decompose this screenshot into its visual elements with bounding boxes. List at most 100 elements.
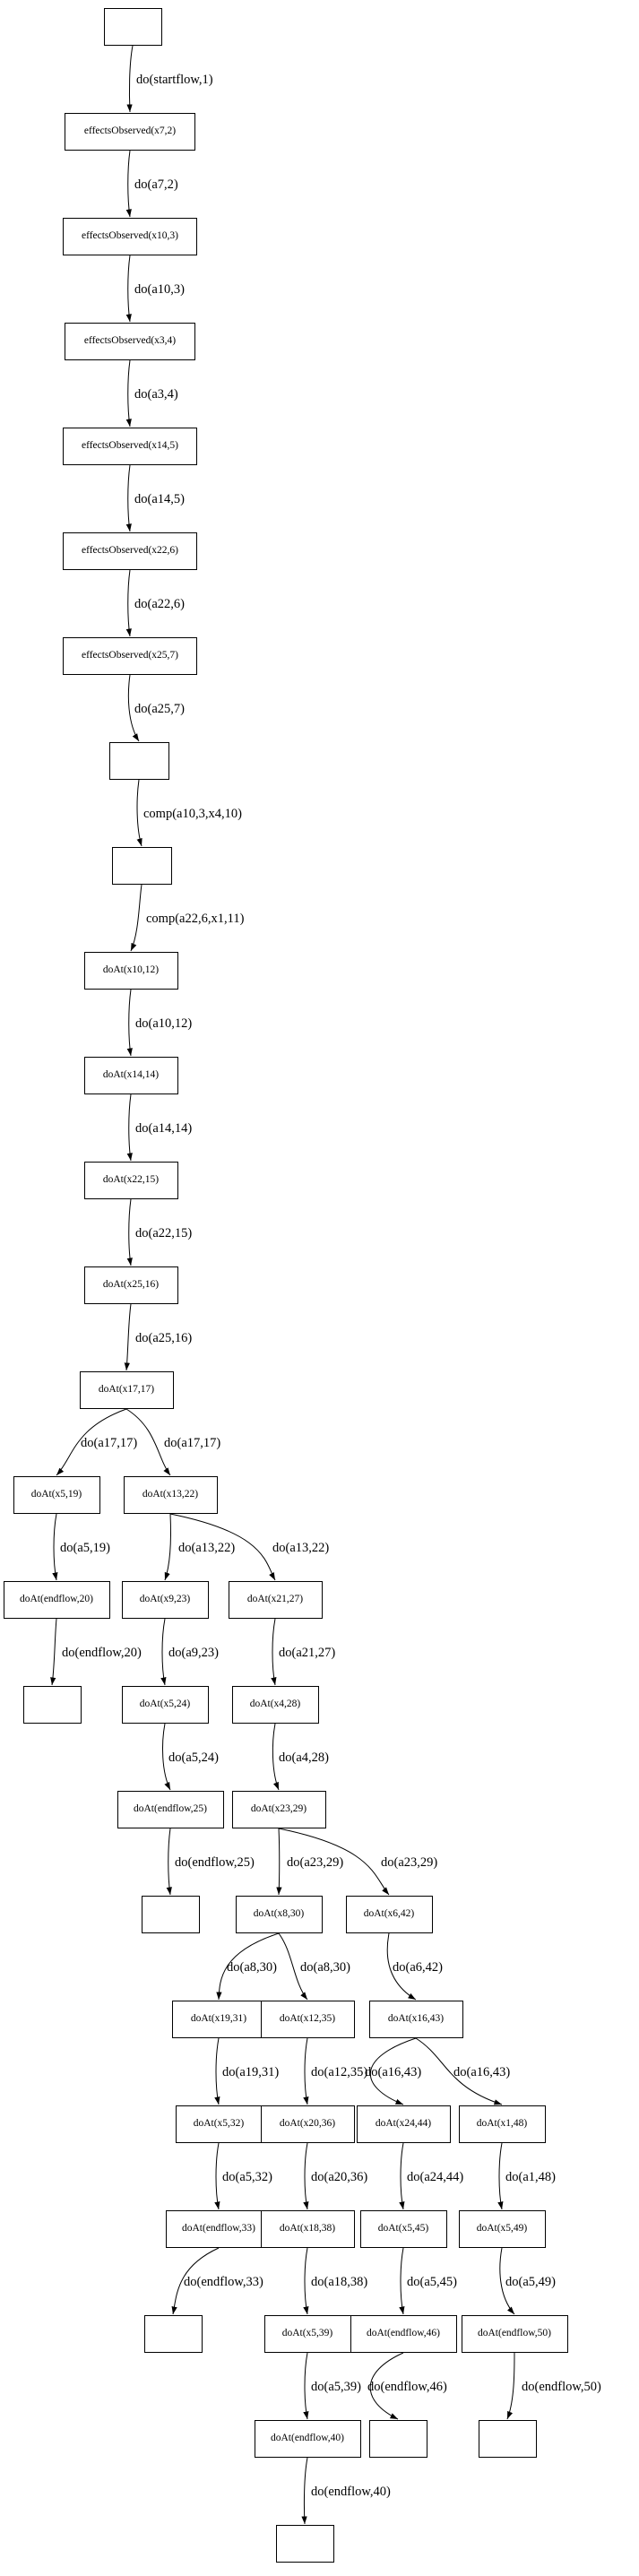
graph-node-doAt-x20-36: doAt(x20,36): [260, 2105, 355, 2143]
graph-node-empty: [141, 1896, 200, 1933]
graph-edge: [497, 2142, 504, 2210]
edge-label: do(a21,27): [279, 1645, 336, 1660]
graph-node-doAt-endflow-46: doAt(endflow,46): [350, 2315, 457, 2353]
graph-edge: [125, 569, 132, 637]
node-label: doAt(x4,28): [249, 1699, 301, 1710]
node-label: doAt(x19,31): [190, 2013, 247, 2025]
graph-edge: [136, 779, 142, 847]
node-label: doAt(x16,43): [387, 2013, 445, 2025]
node-label: doAt(x5,19): [30, 1489, 82, 1500]
node-label: doAt(x10,12): [102, 964, 160, 976]
graph-edge: [125, 255, 132, 323]
node-label: doAt(x20,36): [279, 2118, 336, 2130]
node-label: doAt(x12,35): [279, 2013, 336, 2025]
graph-edge: [399, 2247, 405, 2315]
graph-edge: [126, 45, 134, 113]
node-label: doAt(x23,29): [250, 1803, 307, 1815]
edge-label: do(a25,16): [135, 1330, 193, 1345]
edge-label: do(a5,19): [60, 1540, 110, 1555]
node-label: doAt(x8,30): [253, 1908, 305, 1920]
node-label: doAt(x22,15): [102, 1174, 160, 1186]
edge-label: do(a8,30): [227, 1959, 277, 1975]
graph-node-effectsObserved-x25-7: effectsObserved(x25,7): [63, 637, 197, 675]
edge-label: do(a16,43): [453, 2064, 511, 2079]
graph-edge: [303, 2142, 309, 2210]
graph-edge: [125, 359, 132, 428]
graph-node-doAt-x23-29: doAt(x23,29): [231, 1791, 326, 1828]
node-label: doAt(x5,32): [193, 2118, 245, 2130]
node-label: doAt(endflow,50): [478, 2328, 551, 2339]
edge-label: do(a7,2): [134, 177, 178, 192]
graph-edge: [52, 1513, 58, 1581]
edge-label: do(a19,31): [222, 2064, 280, 2079]
node-label: doAt(x9,23): [139, 1594, 191, 1605]
edge-label: do(a8,30): [300, 1959, 350, 1975]
node-label: doAt(endflow,25): [134, 1803, 207, 1815]
edge-label: do(a20,36): [311, 2169, 368, 2184]
graph-node-doAt-endflow-33: doAt(endflow,33): [165, 2210, 272, 2248]
graph-edge: [271, 1618, 277, 1686]
graph-node-empty: [275, 2525, 334, 2563]
edge-label: do(a23,29): [381, 1854, 438, 1870]
node-label: doAt(x17,17): [98, 1384, 155, 1396]
graph-node-doAt-x18-38: doAt(x18,38): [260, 2210, 355, 2248]
graph-node-doAt-x24-44: doAt(x24,44): [356, 2105, 451, 2143]
edge-label: do(a23,29): [287, 1854, 344, 1870]
graph-node-doAt-x5-32: doAt(x5,32): [175, 2105, 263, 2143]
graph-node-empty: [368, 2420, 427, 2458]
graph-edge: [214, 2142, 220, 2210]
graph-node-empty: [111, 847, 172, 885]
edge-label: do(a18,38): [311, 2274, 368, 2289]
graph-node-doAt-x8-30: doAt(x8,30): [235, 1896, 323, 1933]
node-label: effectsObserved(x25,7): [81, 650, 179, 661]
edge-label: do(a5,45): [407, 2274, 457, 2289]
graph-edge: [272, 1723, 280, 1791]
edge-label: do(endflow,25): [175, 1854, 255, 1870]
edge-label: do(a12,35): [311, 2064, 368, 2079]
graph-node-effectsObserved-x7-2: effectsObserved(x7,2): [65, 113, 195, 151]
graph-edge: [126, 989, 133, 1057]
graph-node-doAt-endflow-40: doAt(endflow,40): [254, 2420, 361, 2458]
graph-node-doAt-endflow-20: doAt(endflow,20): [3, 1581, 110, 1619]
edge-label: do(a22,6): [134, 596, 185, 611]
node-label: doAt(x5,24): [139, 1699, 191, 1710]
graph-edge: [126, 1198, 133, 1266]
graph-edge: [125, 150, 132, 218]
graph-node-doAt-x13-22: doAt(x13,22): [123, 1476, 218, 1514]
graph-edge: [303, 2352, 309, 2420]
graph-edge: [276, 1828, 282, 1896]
graph-node-doAt-x16-43: doAt(x16,43): [368, 2001, 463, 2038]
edge-label: do(a14,5): [134, 491, 185, 506]
edge-label: do(a9,23): [168, 1645, 219, 1660]
graph-node-doAt-x5-19: doAt(x5,19): [13, 1476, 100, 1514]
edge-label: do(a10,3): [134, 281, 185, 297]
graph-edge: [214, 2037, 220, 2105]
node-label: doAt(endflow,46): [367, 2328, 440, 2339]
graph-node-doAt-x9-23: doAt(x9,23): [121, 1581, 209, 1619]
node-label: effectsObserved(x10,3): [81, 230, 179, 242]
node-label: doAt(endflow,33): [182, 2223, 255, 2235]
graph-edge: [124, 1303, 132, 1371]
edge-label: do(a14,14): [135, 1120, 193, 1136]
graph-node-effectsObserved-x3-4: effectsObserved(x3,4): [65, 323, 195, 360]
edge-label: comp(a22,6,x1,11): [146, 911, 245, 926]
edge-label: do(a1,48): [505, 2169, 556, 2184]
graph-node-doAt-endflow-25: doAt(endflow,25): [117, 1791, 224, 1828]
graph-node-effectsObserved-x14-5: effectsObserved(x14,5): [63, 428, 197, 465]
node-label: doAt(x6,42): [363, 1908, 415, 1920]
node-label: doAt(x18,38): [279, 2223, 336, 2235]
edge-label: do(a13,22): [178, 1540, 236, 1555]
edge-label: do(a5,49): [505, 2274, 556, 2289]
graph-edge: [126, 1094, 133, 1162]
graph-edge: [166, 1828, 172, 1896]
graph-node-doAt-x14-14: doAt(x14,14): [83, 1057, 178, 1094]
edge-label: do(a10,12): [135, 1016, 193, 1031]
graph-edge: [303, 2247, 309, 2315]
edge-label: do(endflow,20): [62, 1645, 142, 1660]
node-label: doAt(x21,27): [246, 1594, 304, 1605]
node-label: doAt(x14,14): [102, 1069, 160, 1081]
node-label: doAt(x5,39): [281, 2328, 333, 2339]
graph-edge: [160, 1618, 167, 1686]
edge-label: do(a5,32): [222, 2169, 272, 2184]
